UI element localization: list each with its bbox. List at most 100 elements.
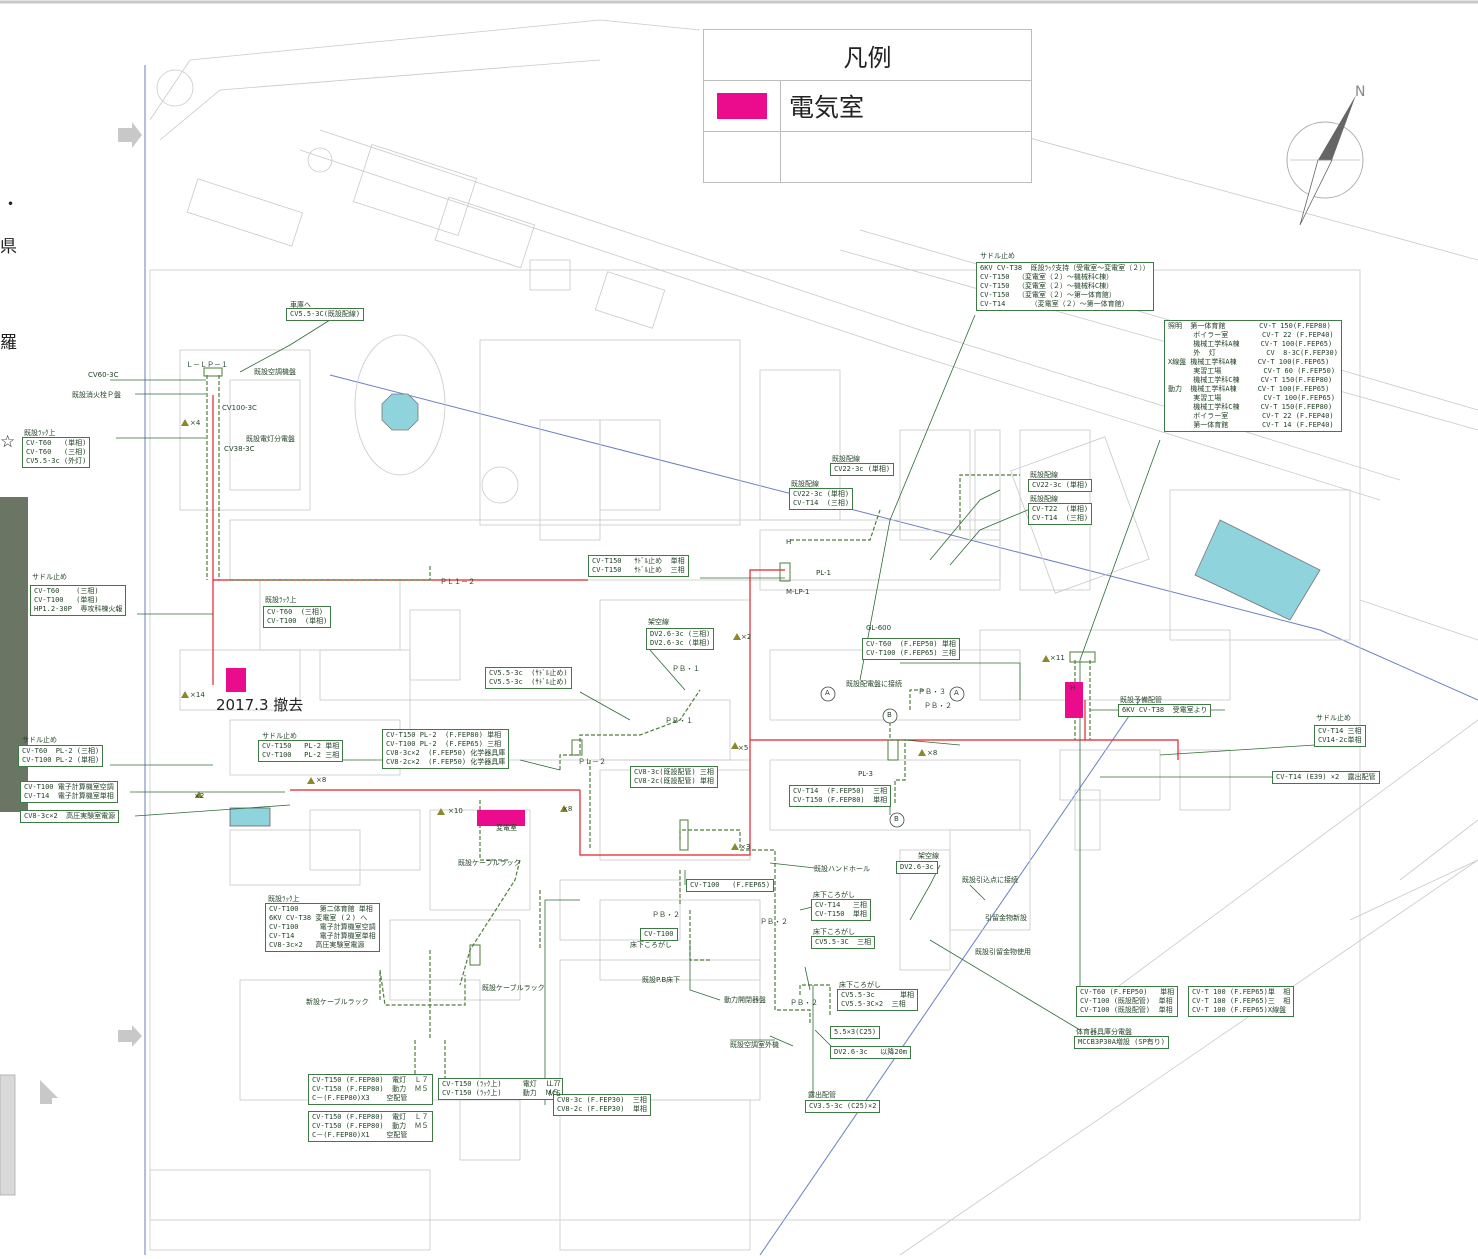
tag-x5: ×5 [738, 744, 749, 752]
tag-cv100: CV100-3C [222, 404, 257, 412]
note-exposed-bottom: CV3.5-3c (C25)×2 [805, 1100, 881, 1113]
note-bottom-2: CV-T150 (ﾗｯｸ上) 電灯 Ｌ７ CV-T150 (ﾗｯｸ上) 動力 Ｍ… [438, 1078, 564, 1100]
note-bottom-1: CV-T150 (F.FEP80) 電灯 Ｌ７ CV-T150 (F.FEP80… [308, 1074, 433, 1105]
tag-x2-a: ×2 [194, 792, 205, 800]
note-pl2-chem: CV-T150 PL-2 (F.FEP80) 単相 CV-T100 PL-2 (… [382, 729, 510, 769]
tag-floor-4: 床下ころがし [630, 941, 672, 949]
tag-floor-1: 床下ころがし [813, 891, 855, 899]
tag-existing-wiring-2: 既設配線 [791, 480, 819, 488]
note-rack-top-1: CV-T60 (単相) CV-T60 (三相) CV5.5-3c (外灯) [22, 437, 91, 468]
note-gym-panel: MCCB3P30A増設 (SP有り) [1074, 1036, 1170, 1049]
tag-exposed: 露出配管 [808, 1091, 836, 1099]
tag-cv60: CV60-3C [88, 371, 119, 379]
note-cv22-1: CV22-3c (単相) [830, 463, 895, 476]
side-char-3: 羅 [0, 333, 17, 353]
tag-north: N [1355, 84, 1366, 100]
tag-rack-top-3: 既設ﾗｯｸ上 [268, 895, 300, 903]
note-cvt22: CV-T22 (単相) CV-T14 (三相) [1028, 503, 1093, 525]
tag-ac-outdoor: 既設空調室外機 [730, 1041, 779, 1049]
note-exposed-east: CV-T14 (E39) ×2 露出配管 [1272, 771, 1380, 784]
note-saddle-left: CV-T60 PL-2 (三相) CV-T100 PL-2 (単相) [18, 745, 104, 767]
tag-llp1: Ｌ－ＬＰ－１ [186, 361, 228, 369]
tag-circle-a2: A [954, 689, 959, 697]
tag-new-anchor: 引留金物新設 [985, 914, 1027, 922]
tag-x3: ×3 [740, 843, 751, 851]
note-cvt100-fep65: CV-T100 (F.FEP65) [686, 879, 775, 892]
tag-gl600: GL-600 [866, 624, 892, 632]
swimming-pool [1194, 519, 1321, 621]
note-bottom-4: CV-T150 (F.FEP80) 電灯 Ｌ７ CV-T150 (F.FEP80… [308, 1111, 433, 1142]
tag-pb3: ＰＢ・３ [918, 688, 946, 696]
tag-lighting-panel: 既設電灯分電盤 [246, 435, 295, 443]
legend-title: 凡例 [704, 30, 1031, 81]
tag-saddle-2: サドル止め [22, 736, 57, 744]
tag-x14: ×14 [190, 691, 205, 699]
note-garage: CV5.5-3C(既設配線) [286, 308, 365, 321]
tag-saddle-rack: サドル止め [980, 252, 1015, 260]
tag-cable-rack: 既設ケーブルラック [458, 859, 521, 867]
note-floor-2: CV5.5-3C 三相 [811, 936, 876, 949]
tag-h1: H [786, 538, 792, 546]
tag-floor-2: 床下ころがし [813, 928, 855, 936]
tag-garage: 車庫へ [290, 301, 311, 309]
tag-reserve-pipe: 既設予備配管 [1120, 696, 1162, 704]
note-overhead-1: DV2.6-3c (三相) DV2.6-3c (単相) [646, 628, 715, 650]
tag-x8-b: ×8 [562, 805, 573, 813]
note-lighting-power-list: 照明 第一体育館 CV-T 150(F.FEP80) ボイラー室 CV-T 22… [1164, 320, 1342, 432]
green-route [206, 375, 1091, 1080]
tag-rack-top-1: 既設ﾗｯｸ上 [24, 429, 56, 437]
tag-hydrant-panel: 既設消火栓Ｐ盤 [72, 391, 121, 399]
red-route [212, 395, 1179, 856]
tag-x8-c: ×8 [927, 749, 938, 757]
tag-pb-floor: 既設P.B床下 [642, 976, 681, 984]
tag-pb1-a: ＰＢ・１ [672, 665, 700, 673]
tag-floor-3: 床下ころがし [839, 981, 881, 989]
tag-pl1-2: ＰＬ１－２ [440, 578, 475, 586]
note-pl3: CV-T14 (F.FEP50) 三相 CV-T150 (F.FEP80) 単相 [789, 785, 892, 807]
tag-existing-wiring-3: 既設配線 [1030, 471, 1058, 479]
tag-mlp1: M-LP-1 [786, 588, 810, 596]
note-c25: 5.5×3(C25) [830, 1026, 881, 1039]
north-compass [1286, 95, 1364, 226]
tag-pl3: PL-3 [858, 770, 873, 778]
tag-pb2-c: ＰＢ・２ [760, 918, 788, 926]
note-floor-1: CV-T14 三相 CV-T150 単相 [811, 899, 871, 921]
legend-item-label: 電気室 [789, 93, 865, 122]
tag-saddle-1: サドル止め [32, 573, 67, 581]
note-hv-lab: CV8-3c×2 高圧実験室電源 [20, 810, 120, 823]
tag-connect-intake: 既設引込点に接続 [962, 876, 1018, 884]
tag-pl1: PL-1 [816, 569, 831, 577]
note-bottom-3: CV8-3c (F.FEP30) 三相 CV8-2c (F.FEP30) 単相 [553, 1094, 651, 1116]
tag-circle-b1: B [887, 711, 892, 719]
note-saddle-1: CV-T60 (三相) CV-T100 (単相) HP1.2-30P 専攻科棟火… [30, 585, 127, 616]
electrical-room-east [1065, 682, 1083, 718]
tag-overhead-1: 架空線 [648, 618, 669, 626]
tag-saddle-3: サドル止め [262, 732, 297, 740]
note-rack-top-3: CV-T100 第二体育館 単相 6KV CV-T38 変電室 (２) へ CV… [265, 903, 380, 952]
note-rack-support: 6KV CV-T38 既設ﾗｯｸ支持（受電室～変電室（２）） CV-T150 （… [976, 262, 1154, 311]
side-char-4: ☆ [0, 432, 16, 452]
note-saddle-east: CV-T14 三相 CV14-2c単相 [1314, 725, 1366, 747]
note-reserve-pipe: 6KV CV-T38 受電室より [1118, 704, 1212, 717]
tag-substation: 変電室 [496, 824, 517, 832]
base-map [149, 19, 1478, 1256]
tag-circle-b2: B [894, 815, 899, 823]
tag-h2: H [1070, 684, 1076, 692]
tag-pb1-b: ＰＢ・１ [665, 717, 693, 725]
tag-x2-b: ×2 [741, 633, 752, 641]
tag-overhead-2: 架空線 [918, 852, 939, 860]
tag-pl2: ＰＬ－２ [578, 758, 606, 766]
tag-m5: Ｍ５ [548, 1090, 562, 1098]
tag-gym-panel: 体育器具庫分電盤 [1076, 1028, 1132, 1036]
note-cv22-3: CV22-3c (単相) [1028, 479, 1093, 492]
tag-pb2-b: ＰＢ・２ [652, 911, 680, 919]
tag-ac-panel: 既設空調機盤 [254, 368, 296, 376]
note-saddle-pl: CV-T150 ｻﾄﾞﾙ止め 単相 CV-T150 ｻﾄﾞﾙ止め 三相 [588, 555, 689, 577]
note-cvt100-floor: CV-T100 [640, 928, 678, 941]
tag-existing-wiring-4: 既設配線 [1030, 495, 1058, 503]
note-saddle-cv55: CV5.5-3c (ｻﾄﾞﾙ止め) CV5.5-3c (ｻﾄﾞﾙ止め) [485, 667, 572, 689]
note-east-cvt100: CV-T 100 (F.FEP65)単 相 CV-T 100 (F.FEP65)… [1188, 986, 1295, 1017]
tag-x4: ×4 [190, 419, 201, 427]
tag-handhole: 既設ハンドホール [814, 865, 870, 873]
